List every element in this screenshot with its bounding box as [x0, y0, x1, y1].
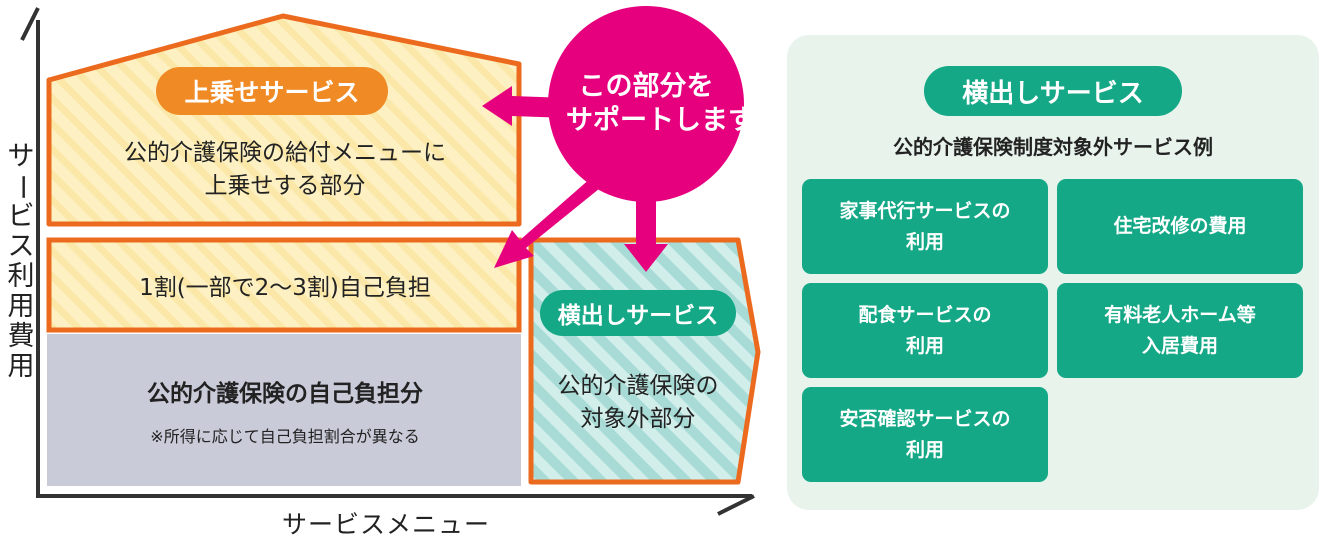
uwanose-line-2: 上乗せする部分 — [204, 173, 366, 199]
service-tile-line: 配食サービスの — [858, 303, 992, 326]
service-tile-meal-delivery: 配食サービスの 利用 — [802, 283, 1048, 378]
yokodashi-block — [528, 237, 761, 485]
y-axis-label-char: 用 — [7, 291, 35, 322]
yokodashi-badge: 横出しサービス — [540, 290, 736, 336]
x-axis-label: サービスメニュー — [282, 510, 491, 539]
arrow-down-left-to-copay — [494, 170, 610, 268]
service-tile-line: 利用 — [905, 334, 944, 357]
yokodashi-line-1: 公的介護保険の — [557, 373, 719, 399]
copay-text: 1割(一部で2～3割)自己負担 — [139, 275, 431, 301]
service-tile-housekeeping: 家事代行サービスの 利用 — [802, 179, 1048, 274]
service-tile-nursing-home: 有料老人ホーム等 入居費用 — [1057, 283, 1303, 378]
uwanose-block — [46, 13, 522, 227]
callout-arrows — [482, 86, 668, 272]
x-axis-arrowhead — [717, 494, 755, 516]
y-axis-label: サービス利用費用 — [6, 141, 37, 382]
y-axis-arrowhead — [20, 7, 40, 41]
self-burden-note: ※所得に応じて自己負担割合が異なる — [150, 427, 420, 446]
uwanose-description: 公的介護保険の給付メニューに 上乗せする部分 — [80, 137, 490, 203]
yokodashi-line-2: 対象外部分 — [580, 406, 696, 432]
y-axis-label-char: ー — [6, 173, 37, 201]
panel-subtitle: 公的介護保険制度対象外サービス例 — [893, 135, 1213, 159]
self-burden-block — [47, 334, 521, 486]
copay-block — [46, 237, 522, 333]
service-tile-home-renovation: 住宅改修の費用 — [1057, 179, 1303, 274]
service-tile-line: 利用 — [905, 438, 944, 461]
callout-line-1: この部分を — [578, 71, 714, 102]
service-tile-line: 家事代行サービスの — [839, 199, 1011, 222]
service-tile-safety-check: 安否確認サービスの 利用 — [802, 387, 1048, 482]
uwanose-line-1: 公的介護保険の給付メニューに — [124, 140, 446, 166]
arrow-left-to-uwanose — [482, 86, 568, 126]
callout-line-2: サポートします — [566, 105, 755, 136]
panel-badge: 横出しサービス — [924, 66, 1182, 116]
y-axis-label-char: ス — [7, 231, 35, 262]
y-axis-label-char: 費 — [7, 321, 35, 352]
uwanose-badge: 上乗せサービス — [156, 67, 388, 115]
service-tile-line: 有料老人ホーム等 — [1104, 303, 1256, 326]
self-burden-title: 公的介護保険の自己負担分 — [147, 381, 423, 407]
service-tile-line: 安否確認サービスの — [839, 407, 1011, 430]
service-tile-line: 住宅改修の費用 — [1113, 215, 1247, 237]
yokodashi-description: 公的介護保険の 対象外部分 — [540, 370, 736, 436]
service-tile-line: 入居費用 — [1141, 334, 1218, 357]
y-axis-label-char: 利 — [7, 261, 35, 292]
callout-text: この部分を サポートします — [566, 70, 755, 138]
y-axis-label-char: サ — [7, 141, 35, 172]
callout-circle — [548, 6, 744, 202]
y-axis-label-char: 用 — [7, 351, 35, 382]
y-axis-label-char: ビ — [7, 201, 35, 232]
service-tile-line: 利用 — [905, 230, 944, 253]
arrow-down-to-yokodashi — [624, 180, 668, 272]
